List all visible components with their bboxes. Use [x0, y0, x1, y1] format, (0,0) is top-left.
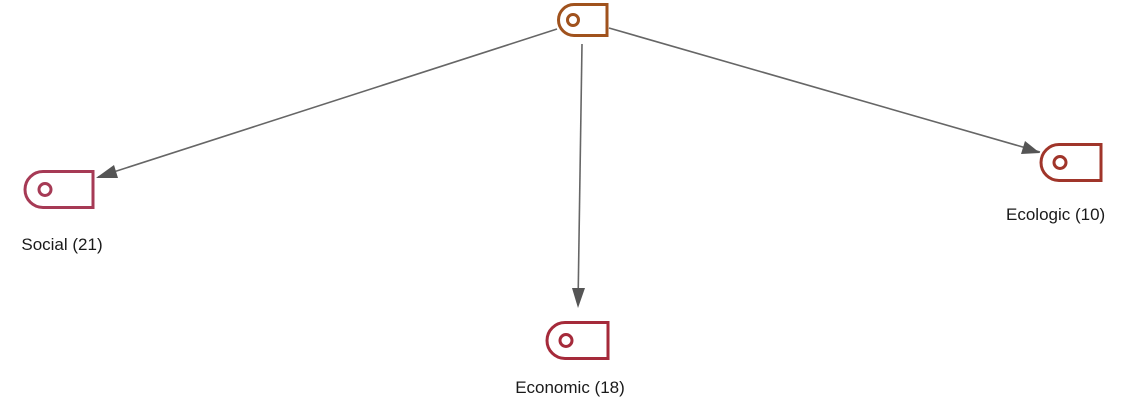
tag-hole — [1052, 155, 1068, 170]
arrowhead-social — [96, 165, 118, 178]
arrowhead-ecologic — [1021, 141, 1040, 154]
tag-hole — [558, 333, 574, 348]
tag-icon — [557, 3, 609, 37]
tag-icon — [23, 170, 95, 209]
edges — [96, 27, 1041, 308]
tag-icon — [545, 321, 610, 360]
edge-root-to-social — [97, 28, 558, 178]
social-label: Social (21) — [21, 235, 102, 254]
edge-root-to-economic — [577, 43, 583, 306]
arrowhead-economic — [572, 288, 585, 308]
ecologic-label: Ecologic (10) — [1006, 205, 1105, 224]
tag-hole — [37, 182, 53, 197]
economic-node[interactable] — [545, 321, 610, 360]
root-node[interactable] — [557, 3, 609, 37]
tag-hole — [566, 13, 580, 27]
social-node[interactable] — [23, 170, 95, 209]
edge-root-to-ecologic — [608, 27, 1041, 153]
ecologic-node[interactable] — [1039, 143, 1103, 182]
tag-icon — [1039, 143, 1103, 182]
economic-label: Economic (18) — [515, 378, 625, 397]
